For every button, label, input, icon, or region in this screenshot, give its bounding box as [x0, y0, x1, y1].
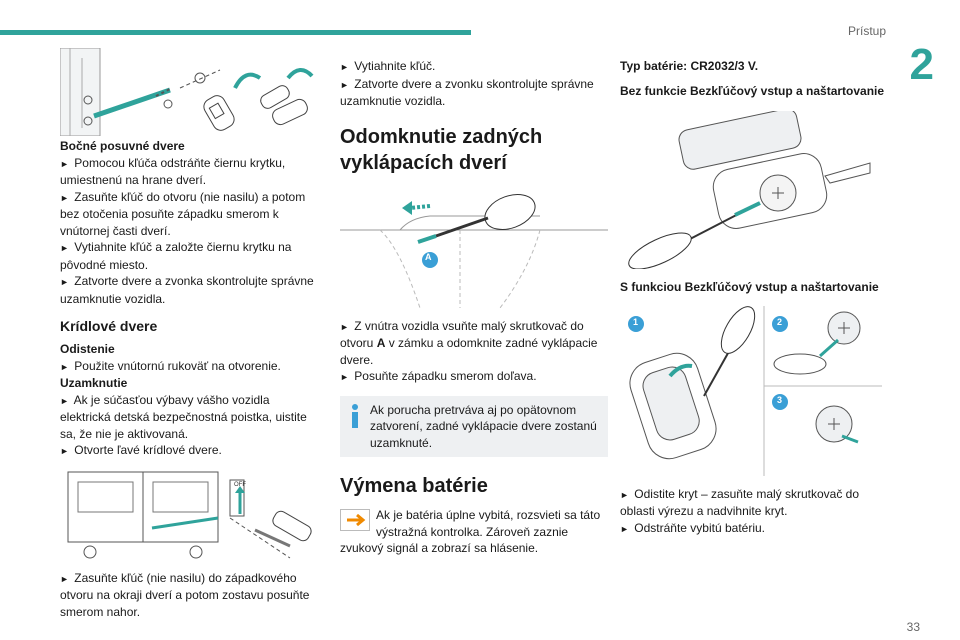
callout-2: 2 [777, 316, 783, 327]
wing-door-illustration: OFF [60, 468, 322, 560]
step: ► Zasuňte kľúč (nie nasilu) do západkové… [60, 570, 310, 619]
chapter-number: 2 [909, 40, 934, 89]
top-accent-bar [0, 30, 471, 35]
callout-3: 3 [777, 394, 783, 405]
tailgate-illustration: A [340, 188, 608, 308]
step: ► Ak je súčasťou výbavy vášho vozidla el… [60, 392, 307, 441]
step: ► Odstráňte vybitú batériu. [620, 520, 765, 535]
label-locking: Uzamknutie [60, 376, 128, 390]
step: ► Pomocou kľúča odstráňte čiernu krytku,… [60, 155, 286, 188]
step: ► Odistite kryt – zasuňte malý skrutkova… [620, 486, 860, 519]
battery-warning-icon [340, 509, 370, 531]
step: ► Vytiahnite kľúč. [340, 59, 436, 73]
keyless-battery-illustration: 1 2 3 [620, 305, 890, 476]
column-3: Typ batérie: CR2032/3 V. Bez funkcie Bez… [620, 58, 890, 537]
battery-type: Typ batérie: CR2032/3 V. [620, 59, 759, 73]
heading-wing-doors: Krídlové dvere [60, 318, 158, 334]
screwdriver-icon [340, 193, 608, 308]
step: ► Zasuňte kľúč do otvoru (nie nasilu) a … [60, 189, 306, 238]
column-1: Bočné posuvné dvere ► Pomocou kľúča odst… [59, 40, 322, 620]
keyless-key-icon [628, 305, 882, 476]
callout-a: A [425, 251, 432, 262]
key-battery-illustration [620, 108, 890, 270]
off-switch-label: OFF [234, 481, 246, 488]
step: ► Z vnútra vozidla vsuňte malý skrutkova… [340, 318, 598, 367]
page-number: 33 [906, 620, 920, 634]
info-icon [352, 403, 358, 428]
heading-battery-replacement: Výmena batérie [340, 475, 488, 497]
step: ► Použite vnútornú rukoväť na otvorenie. [60, 358, 281, 373]
sliding-door-illustration [59, 47, 322, 137]
column-2: ► Vytiahnite kľúč. ► Zatvorte dvere a zv… [340, 58, 608, 557]
subheading-without-keyless: Bez funkcie Bezkľúčový vstup a naštartov… [620, 83, 885, 98]
info-note: Ak porucha pretrváva aj po opätovnom zat… [340, 395, 608, 457]
section-title-sliding-door: Bočné posuvné dvere [60, 139, 185, 153]
callout-1: 1 [633, 316, 639, 327]
subheading-with-keyless: S funkciou Bezkľúčový vstup a naštartova… [620, 280, 879, 294]
heading-tailgate-unlock: Odomknutie zadných vyklápacích dverí [340, 125, 543, 174]
chapter-title: Prístup [847, 24, 886, 38]
warning-text: Ak je batéria úplne vybitá, rozsvieti sa… [340, 508, 601, 555]
step: ► Zatvorte dvere a zvonka skontrolujte s… [60, 274, 314, 306]
step: ► Vytiahnite kľúč a založte čiernu krytk… [60, 240, 292, 272]
sliding-door-key-icon [59, 47, 314, 137]
remote-key-icon [628, 108, 871, 270]
warning-paragraph: Ak je batéria úplne vybitá, rozsvieti sa… [340, 507, 608, 557]
step: ► Otvorte ľavé krídlové dvere. [60, 443, 222, 457]
wing-door-key-icon [67, 471, 312, 558]
step: ► Posuňte západku smerom doľava. [340, 369, 537, 383]
step: ► Zatvorte dvere a zvonku skontrolujte s… [340, 76, 594, 109]
label-unlocking: Odistenie [60, 342, 115, 356]
